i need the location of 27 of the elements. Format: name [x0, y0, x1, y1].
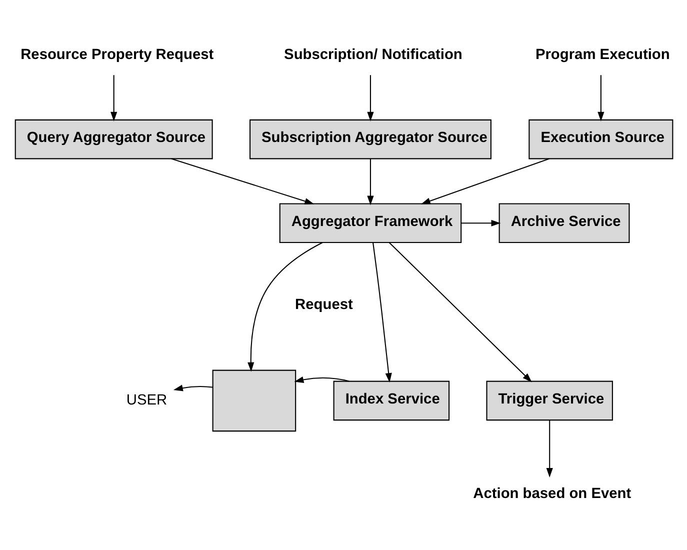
node-box: Trigger Service [486, 380, 613, 420]
arrow [248, 242, 323, 372]
arrow [173, 384, 213, 391]
node-text: Resource Property Request [20, 46, 214, 62]
node-text: Subscription/ Notification [284, 46, 462, 62]
arrow [367, 74, 374, 121]
node-box [212, 369, 296, 432]
arrow [388, 242, 532, 382]
arrow [420, 158, 550, 204]
arrow [294, 376, 350, 382]
node-box: Query Aggregator Source [14, 118, 213, 159]
node-box: Archive Service [498, 202, 630, 243]
node-text: USER [126, 392, 168, 408]
arrow [171, 158, 314, 204]
node-text: Program Execution [535, 46, 670, 62]
node-text: Action based on Event [473, 485, 632, 502]
node-box: Aggregator Framework [279, 202, 462, 243]
node-box: Index Service [333, 380, 450, 420]
arrow [546, 420, 553, 477]
arrow [110, 74, 118, 121]
arrow [461, 219, 501, 226]
arrow [372, 242, 392, 382]
arrow [367, 158, 374, 205]
node-box: Subscription Aggregator Source [249, 118, 492, 159]
arrow [598, 74, 604, 121]
node-box: Execution Source [528, 118, 674, 159]
label: Request [295, 296, 353, 313]
